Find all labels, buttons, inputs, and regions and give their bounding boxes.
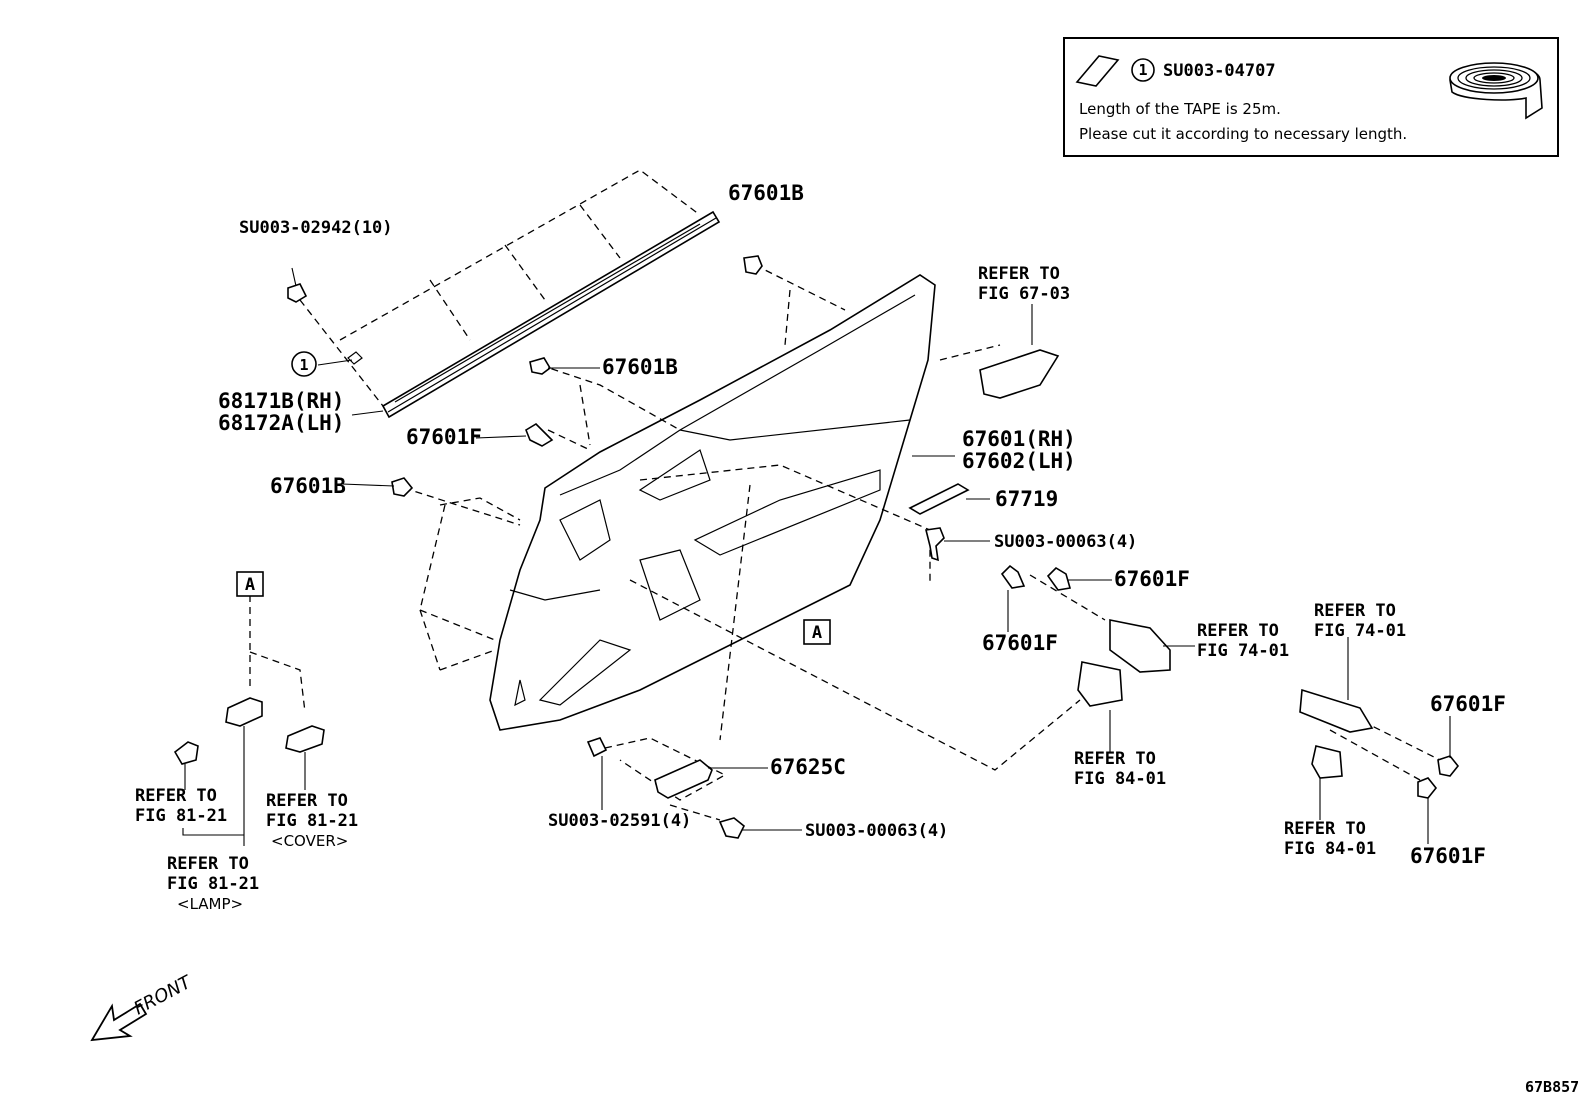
clip-67601f-far-upper-icon xyxy=(1437,755,1460,777)
label-refer-74-01-b1: REFER TO xyxy=(1314,601,1396,621)
clip-su003-02591-icon xyxy=(586,737,608,758)
switch-panel-74-01-b xyxy=(1299,688,1374,733)
lamp-lens xyxy=(173,741,199,765)
bracket-67625c xyxy=(654,759,713,799)
label-lamp: <LAMP> xyxy=(177,895,243,913)
label-refer-81-21-b1: REFER TO xyxy=(266,791,348,811)
belt-weatherstrip xyxy=(299,169,721,419)
clip-67601b-top-icon xyxy=(743,255,763,275)
label-refer-84-01-b1: REFER TO xyxy=(1284,819,1366,839)
label-67601: 67601(RH) xyxy=(962,427,1076,451)
label-68172a: 68172A(LH) xyxy=(218,411,344,435)
box-a-left-label: A xyxy=(245,575,255,595)
box-a-mid-label: A xyxy=(812,623,822,643)
label-67601b-left: 67601B xyxy=(270,474,346,498)
label-refer-84-01-b2: FIG 84-01 xyxy=(1284,839,1376,859)
label-refer-67-03-a: REFER TO xyxy=(978,264,1060,284)
figure-code: 67B857 xyxy=(1525,1078,1579,1096)
label-refer-81-21-c1: REFER TO xyxy=(167,854,249,874)
clip-67601f-pair-b-icon xyxy=(1046,566,1072,591)
label-refer-81-21-a1: REFER TO xyxy=(135,786,217,806)
front-arrow-icon xyxy=(90,1002,148,1042)
label-refer-84-01-a2: FIG 84-01 xyxy=(1074,769,1166,789)
label-refer-81-21-b2: FIG 81-21 xyxy=(266,811,358,831)
label-front: FRONT xyxy=(130,971,196,1019)
clip-67601f-left-icon xyxy=(525,422,554,447)
label-67601f-below: 67601F xyxy=(982,631,1058,655)
switch-84-01-b xyxy=(1311,745,1343,779)
tape-legend-box: 1 SU003-04707 Length of the TAPE is 25m.… xyxy=(1063,37,1559,157)
label-refer-74-01-a2: FIG 74-01 xyxy=(1197,641,1289,661)
switch-panel-74-01-a xyxy=(1109,619,1171,673)
legend-line-2: Please cut it according to necessary len… xyxy=(1079,125,1407,143)
screw-su003-00063-bottom-icon xyxy=(718,817,746,839)
box-a-mid: A xyxy=(803,619,831,645)
label-cover: <COVER> xyxy=(271,832,348,850)
label-67601f-right: 67601F xyxy=(1114,567,1190,591)
switch-84-01-a xyxy=(1077,661,1123,707)
label-refer-74-01-a1: REFER TO xyxy=(1197,621,1279,641)
lamp-housing xyxy=(225,697,263,727)
label-su003-00063-top: SU003-00063(4) xyxy=(994,532,1137,552)
tape-piece-icon xyxy=(347,351,363,365)
clip-67601f-pair-a-icon xyxy=(1000,564,1026,589)
door-trim-panel xyxy=(489,274,936,731)
callout-1-circle-icon xyxy=(291,351,317,377)
tape-roll-icon xyxy=(1449,62,1543,120)
label-67719: 67719 xyxy=(995,487,1058,511)
pad-67719 xyxy=(908,483,970,515)
label-67602: 67602(LH) xyxy=(962,449,1076,473)
label-68171b: 68171B(RH) xyxy=(218,389,344,413)
tape-diamond-icon xyxy=(1075,55,1120,87)
label-67601b-top: 67601B xyxy=(728,181,804,205)
callout-circle-icon xyxy=(1131,58,1155,82)
legend-line-1: Length of the TAPE is 25m. xyxy=(1079,100,1281,118)
clip-67601f-far-lower-icon xyxy=(1417,777,1438,799)
clip-67601b-left-icon xyxy=(391,477,414,497)
label-refer-81-21-a2: FIG 81-21 xyxy=(135,806,227,826)
label-su003-02591: SU003-02591(4) xyxy=(548,811,691,831)
label-67601b-mid: 67601B xyxy=(602,355,678,379)
clip-su003-02942 xyxy=(287,267,308,303)
legend-callout-number: 1 xyxy=(1138,61,1147,79)
label-67601f-left: 67601F xyxy=(406,425,482,449)
label-67601f-far-2: 67601F xyxy=(1410,844,1486,868)
label-su003-02942: SU003-02942(10) xyxy=(239,218,393,238)
label-67601f-far-1: 67601F xyxy=(1430,692,1506,716)
label-67625c: 67625C xyxy=(770,755,846,779)
leader-lines xyxy=(182,304,1451,846)
box-a-left: A xyxy=(236,571,264,597)
label-refer-74-01-b2: FIG 74-01 xyxy=(1314,621,1406,641)
clips-and-fasteners xyxy=(391,255,1460,839)
lamp-cover xyxy=(285,725,325,753)
legend-part-number: SU003-04707 xyxy=(1163,61,1276,81)
inside-handle-part xyxy=(979,349,1060,399)
callout-1-label: 1 xyxy=(299,356,308,374)
clip-67601b-mid-icon xyxy=(529,357,552,375)
label-su003-00063-bottom: SU003-00063(4) xyxy=(805,821,948,841)
label-refer-84-01-a1: REFER TO xyxy=(1074,749,1156,769)
label-refer-81-21-c2: FIG 81-21 xyxy=(167,874,259,894)
label-refer-67-03-b: FIG 67-03 xyxy=(978,284,1070,304)
screw-su003-00063-top-icon xyxy=(925,527,945,562)
